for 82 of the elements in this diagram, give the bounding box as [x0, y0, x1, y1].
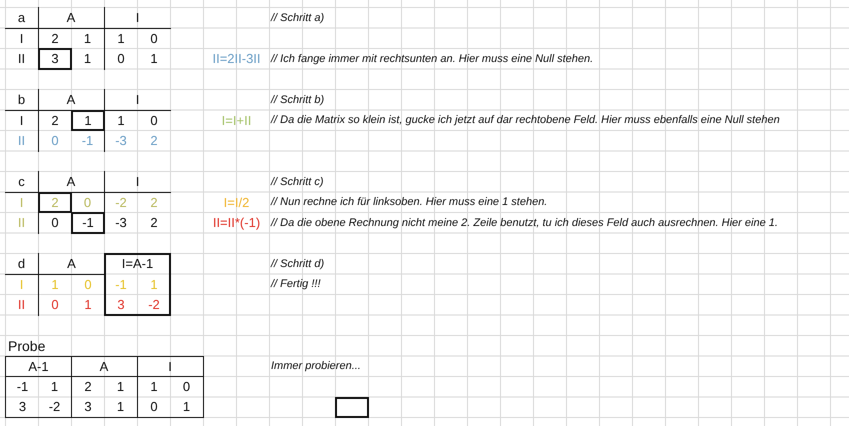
- matrix-entry: 0: [116, 50, 126, 68]
- matrix-entry: -1: [71, 130, 105, 152]
- matrix-entry: -1: [114, 276, 128, 294]
- matrix-entry: 1: [71, 28, 105, 49]
- matrix-entry: -2: [114, 194, 128, 212]
- matrix-entry: 3: [5, 396, 39, 418]
- row-label: II: [5, 48, 39, 70]
- matrix-entry: 1: [149, 378, 159, 396]
- matrix-entry: 2: [149, 132, 159, 150]
- column-header: A: [38, 89, 105, 110]
- step-letter: c: [5, 171, 39, 192]
- matrix-entry: -3: [114, 132, 128, 150]
- column-header: A: [38, 253, 105, 274]
- matrix-entry: 0: [137, 396, 171, 418]
- step-letter: d: [5, 253, 39, 274]
- column-header: I=A-1: [120, 255, 154, 274]
- matrix-entry: -1: [71, 212, 105, 234]
- column-header: A: [38, 7, 105, 28]
- matrix-entry: -2: [147, 296, 161, 314]
- comment-text: // Schritt d): [270, 256, 326, 272]
- comment-text: // Fertig !!!: [270, 277, 322, 292]
- row-label: II: [5, 294, 39, 316]
- comment-text: // Da die obene Rechnung nicht meine 2. Zeile benutzt, tu ich dieses Feld auch ausrechnen. Hier eine 1.: [270, 216, 779, 231]
- column-header: A: [38, 171, 105, 192]
- matrix-entry: 0: [149, 112, 159, 130]
- column-header: I: [104, 7, 171, 28]
- matrix-entry: 0: [71, 192, 105, 213]
- row-label: II: [5, 212, 39, 234]
- comment-text: // Nun rechne ich für linksoben. Hier muss eine 1 stehen.: [270, 195, 548, 210]
- comment-text: // Schritt b): [270, 92, 326, 108]
- matrix-entry: 3: [116, 296, 126, 314]
- matrix-entry: 1: [83, 296, 93, 314]
- column-header: A: [71, 356, 138, 377]
- comment-text: Immer probieren...: [270, 359, 362, 374]
- matrix-entry: 1: [149, 276, 159, 294]
- matrix-entry: 0: [83, 276, 93, 294]
- matrix-entry: 3: [71, 396, 105, 418]
- matrix-entry: 0: [50, 214, 60, 232]
- matrix-entry: 2: [149, 194, 159, 212]
- step-letter: a: [5, 7, 39, 28]
- row-label: I: [5, 28, 39, 49]
- row-label: II: [5, 130, 39, 152]
- matrix-entry: 1: [104, 396, 138, 418]
- matrix-entry: 1: [116, 30, 126, 48]
- row-label: I: [5, 274, 39, 295]
- matrix-entry: 1: [50, 276, 60, 294]
- matrix-entry: 2: [50, 112, 60, 130]
- matrix-entry: 2: [50, 30, 60, 48]
- section-heading: Probe: [7, 336, 46, 356]
- column-header: I: [104, 171, 171, 192]
- step-letter: b: [5, 89, 39, 110]
- matrix-entry: -3: [114, 214, 128, 232]
- matrix-entry: 0: [149, 30, 159, 48]
- matrix-entry: 0: [50, 132, 60, 150]
- matrix-entry: -1: [5, 376, 39, 398]
- matrix-entry: 2: [83, 378, 93, 396]
- row-operation: I=I/2: [222, 194, 250, 212]
- matrix-entry: 1: [71, 110, 105, 131]
- row-label: I: [5, 110, 39, 131]
- matrix-entry: 1: [38, 376, 72, 398]
- matrix-entry: 1: [149, 50, 159, 68]
- row-label: I: [5, 192, 39, 213]
- row-operation: I=I+II: [220, 112, 252, 130]
- matrix-entry: -2: [38, 396, 72, 418]
- column-header: I: [104, 89, 171, 110]
- row-operation: II=2II-3II: [211, 50, 262, 68]
- column-header: A-1: [5, 356, 72, 377]
- row-operation: II=II*(-1): [212, 214, 262, 232]
- comment-text: // Da die Matrix so klein ist, gucke ich jetzt auf dar rechtobene Feld. Hier muss ebenfalls eine Null stehen: [270, 113, 781, 128]
- comment-text: // Ich fange immer mit rechtsunten an. Hier muss eine Null stehen.: [270, 52, 594, 67]
- matrix-entry: 1: [116, 112, 126, 130]
- matrix-entry: 2: [149, 214, 159, 232]
- matrix-entry: 2: [38, 192, 72, 213]
- comment-text: // Schritt a): [270, 10, 326, 26]
- matrix-entry: 1: [71, 48, 105, 70]
- matrix-entry: 3: [38, 48, 72, 70]
- matrix-entry: 1: [170, 396, 204, 418]
- column-header: I: [137, 356, 204, 377]
- matrix-entry: 1: [104, 376, 138, 398]
- comment-text: // Schritt c): [270, 174, 325, 190]
- matrix-entry: 0: [50, 296, 60, 314]
- matrix-entry: 0: [170, 376, 204, 398]
